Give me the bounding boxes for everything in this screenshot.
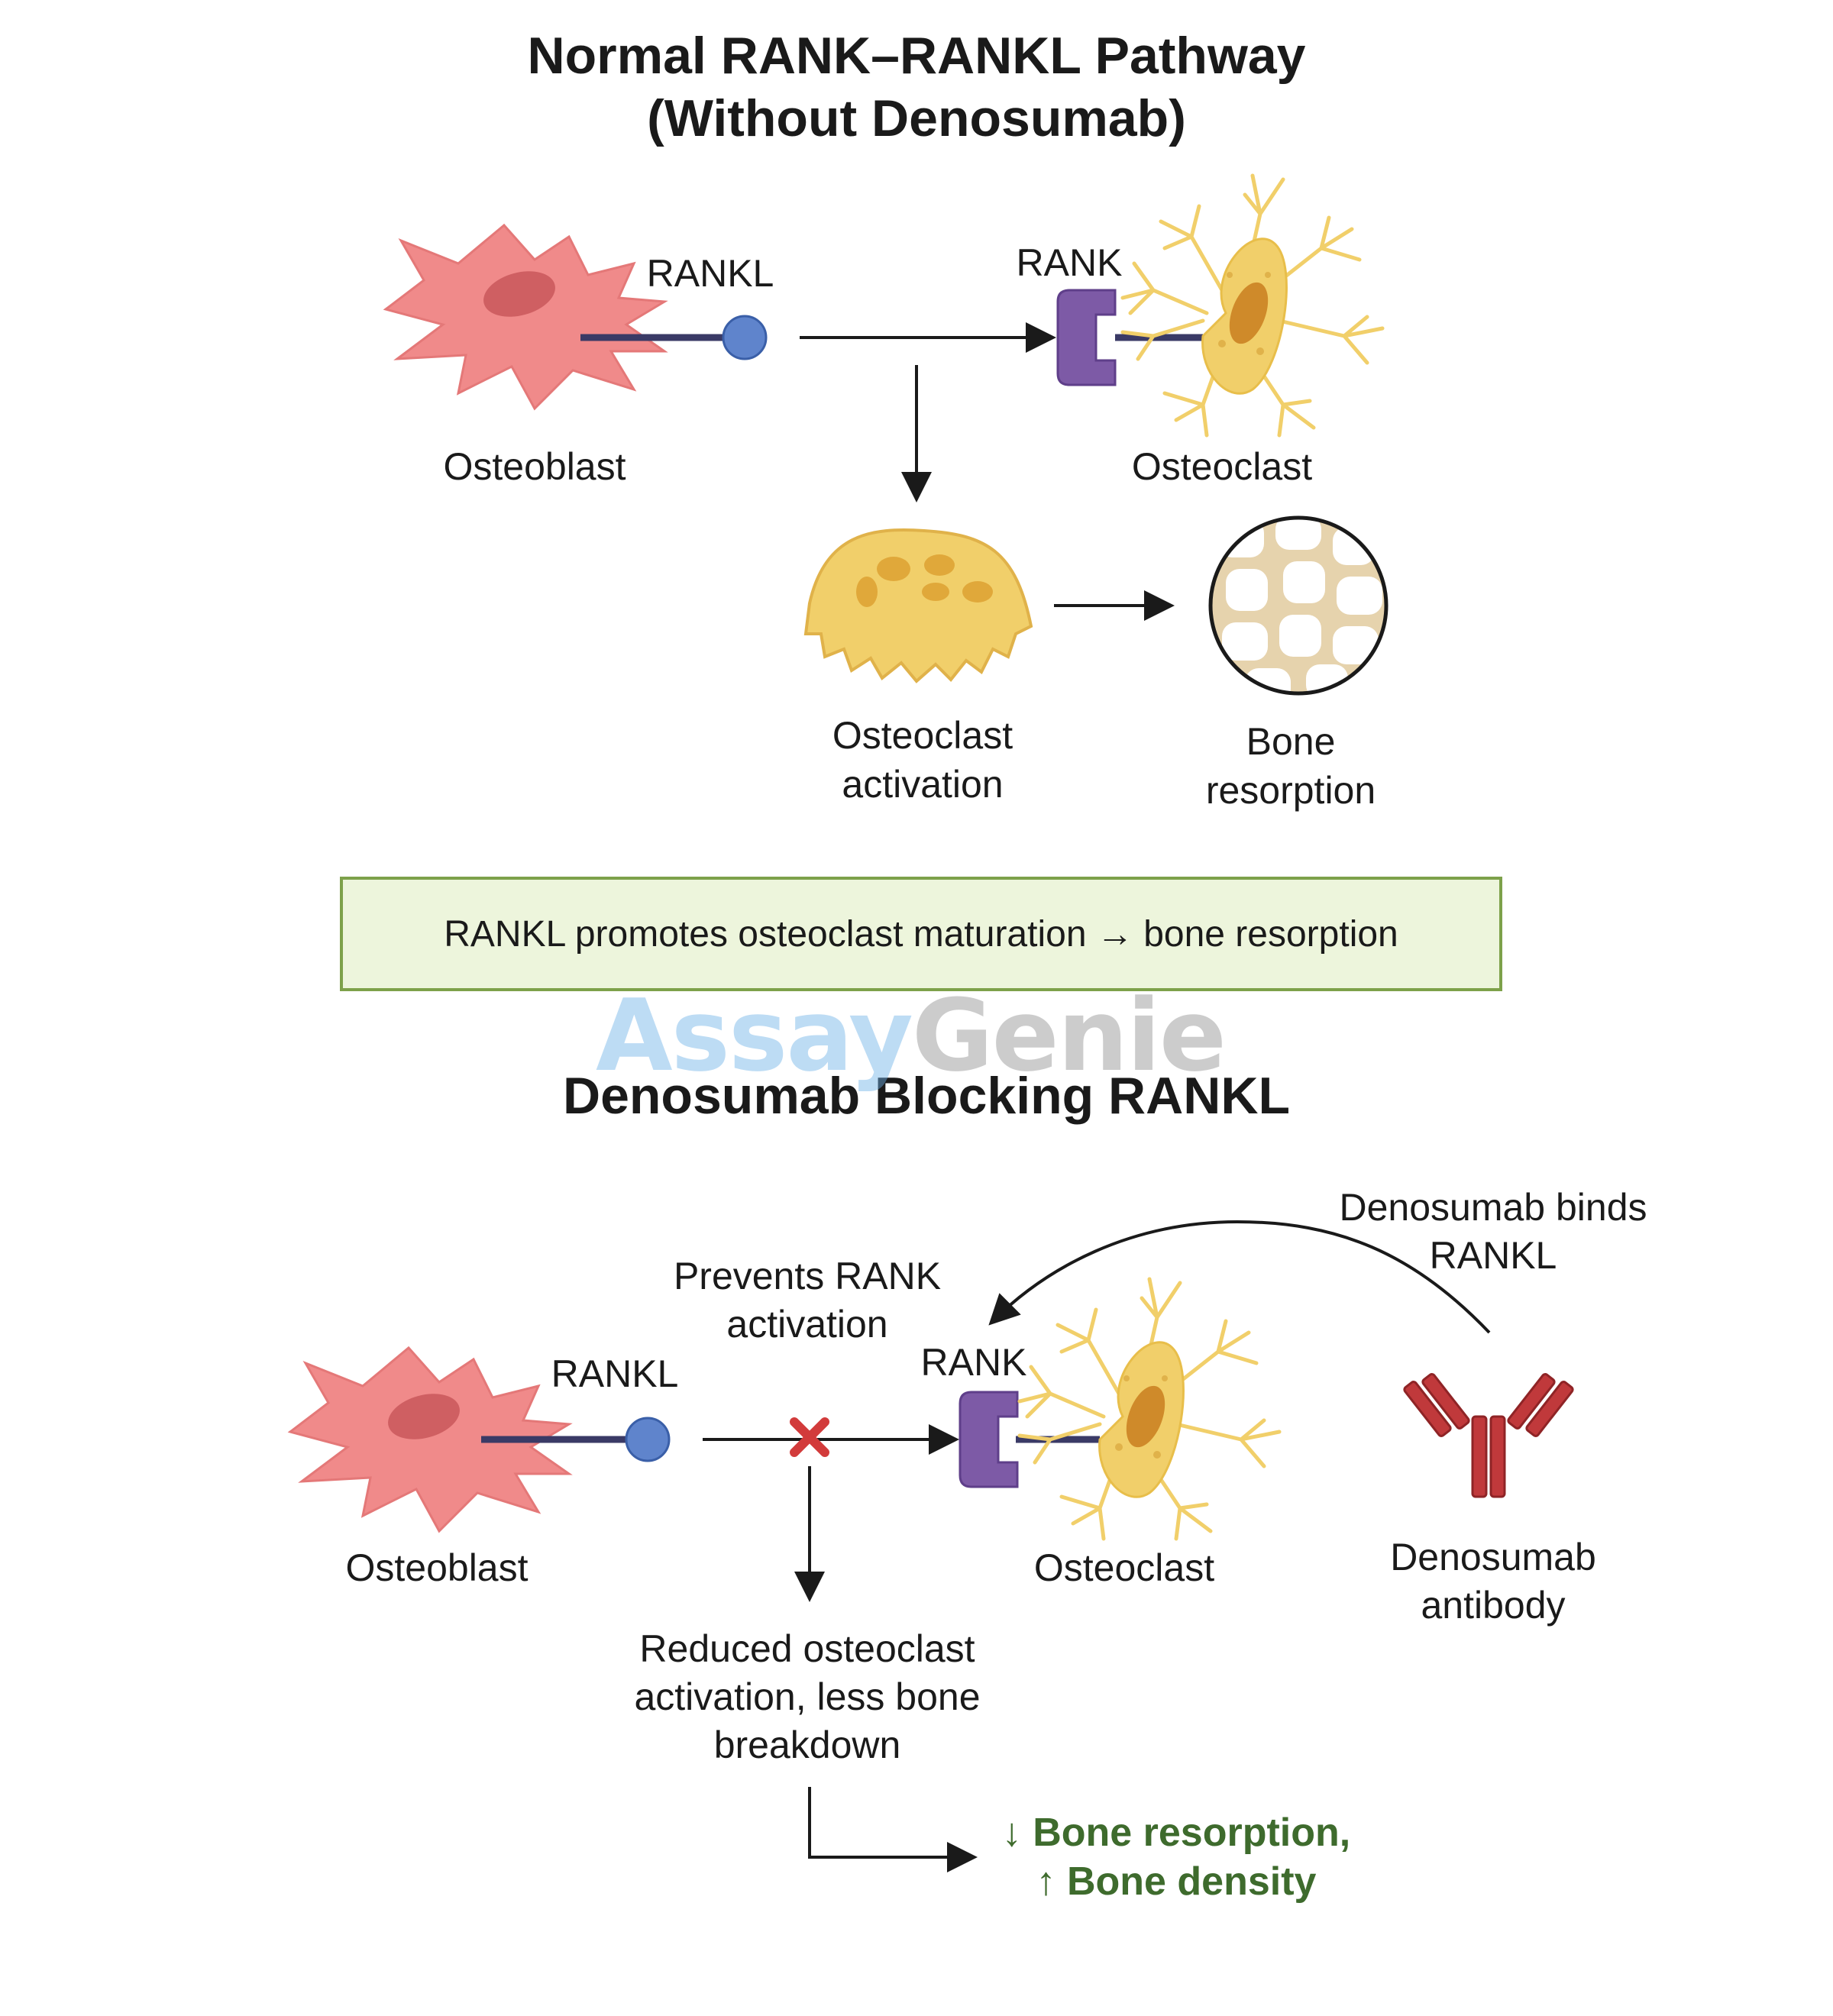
watermark-part2: Genie xyxy=(911,977,1227,1094)
prevents-label-line1: Prevents RANK xyxy=(673,1255,942,1297)
top-rankl-label: RANKL xyxy=(646,252,774,295)
bottom-rankl-label: RANKL xyxy=(551,1352,679,1395)
result-text: ↓ Bone resorption, ↑ Bone density xyxy=(1002,1808,1350,1906)
reduced-label-line1: Reduced osteoclast xyxy=(639,1627,975,1670)
activated-osteoclast xyxy=(803,528,1033,683)
top-rank-label: RANK xyxy=(1016,241,1123,284)
bottom-osteoclast-label: Osteoclast xyxy=(1033,1546,1215,1589)
antibody-label-line2: antibody xyxy=(1421,1584,1566,1627)
bone-resorption-icon xyxy=(1208,515,1388,696)
top-osteoblast-label: Osteoblast xyxy=(443,445,626,488)
bottom-rankl-ligand xyxy=(625,1417,671,1462)
top-rankl-ligand xyxy=(722,315,768,360)
top-osteoclast-label: Osteoclast xyxy=(1131,445,1313,488)
result-line1: ↓ Bone resorption, xyxy=(1001,1811,1351,1855)
reduced-label-line2: activation, less bone xyxy=(634,1675,981,1718)
reduced-label-line3: breakdown xyxy=(713,1724,901,1766)
elbow-arrow-to-result xyxy=(808,1787,978,1872)
binds-label-line1: Denosumab binds xyxy=(1339,1186,1647,1229)
top-title-line1: Normal RANK–RANKL Pathway xyxy=(527,27,1306,85)
binds-label-line2: RANKL xyxy=(1429,1234,1557,1277)
bottom-title: Denosumab Blocking RANKL xyxy=(562,1067,1291,1125)
curved-arrow-binds xyxy=(988,1220,1491,1334)
watermark-part1: Assay xyxy=(596,977,913,1094)
activation-label-line1: Osteoclast xyxy=(832,714,1013,757)
result-line2: ↑ Bone density xyxy=(1036,1859,1317,1904)
bottom-osteoblast-label: Osteoblast xyxy=(345,1546,529,1589)
resorption-label-line2: resorption xyxy=(1205,769,1376,812)
watermark: AssayGenie xyxy=(596,977,1227,1094)
activation-label-line2: activation xyxy=(842,763,1004,806)
resorption-label-line1: Bone xyxy=(1246,720,1336,763)
prevents-label-line2: activation xyxy=(726,1303,888,1346)
top-title-line2: (Without Denosumab) xyxy=(647,89,1186,147)
antibody-icon xyxy=(1403,1373,1574,1498)
summary-text: RANKL promotes osteoclast maturation → b… xyxy=(444,913,1398,955)
antibody-label-line1: Denosumab xyxy=(1390,1536,1596,1578)
bottom-rank-label: RANK xyxy=(920,1341,1027,1384)
summary-box: RANKL promotes osteoclast maturation → b… xyxy=(340,877,1502,991)
block-x-icon xyxy=(790,1417,829,1457)
